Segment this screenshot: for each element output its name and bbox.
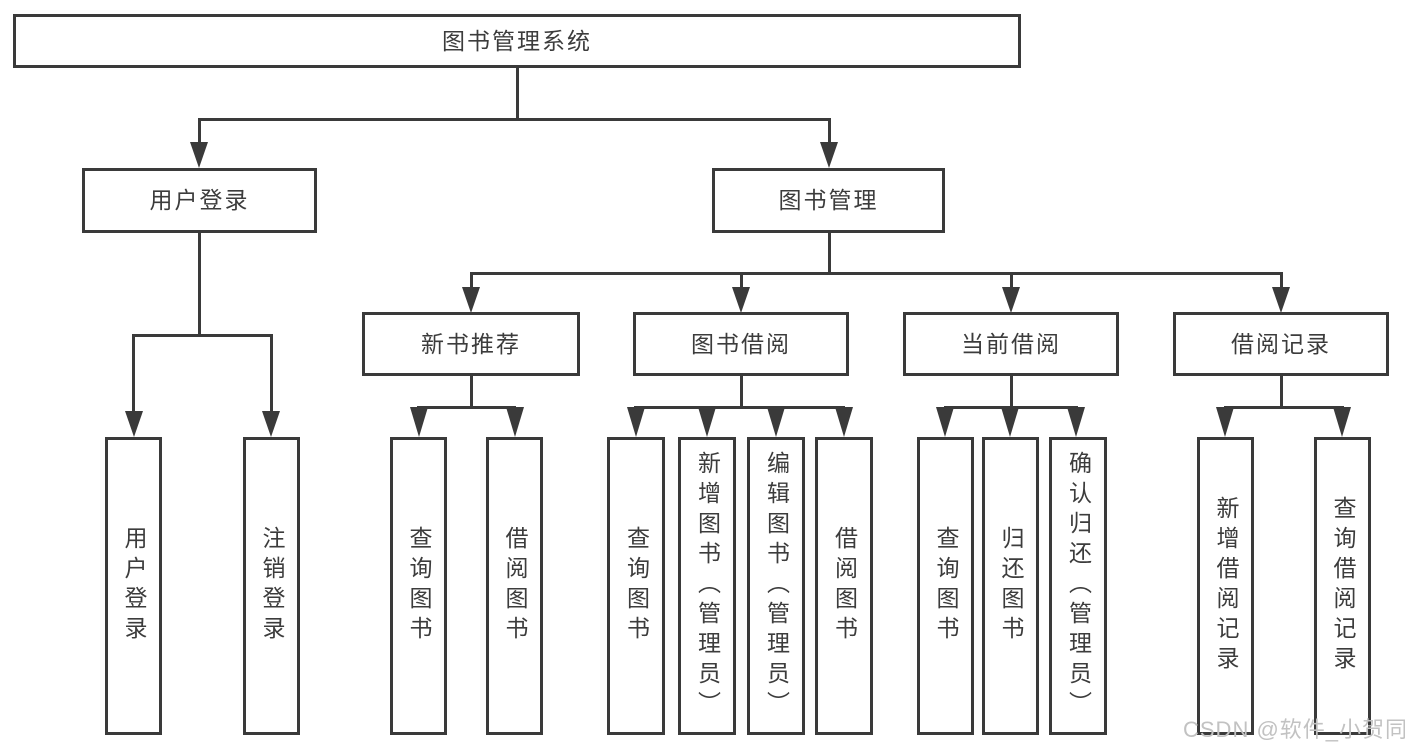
leaf-user-login-label: 用户登录 — [121, 526, 147, 646]
leaf-bb-add-book-admin-label: 新增图书（管理员） — [694, 451, 721, 721]
leaf-cb-confirm-return-admin: 确认归还（管理员） — [1049, 437, 1107, 735]
leaf-br-query-record-label: 查询借阅记录 — [1330, 496, 1356, 676]
arrowhead-down — [1272, 287, 1290, 313]
arrowhead-down — [262, 411, 280, 437]
connector-nbr-stub — [470, 375, 473, 409]
arrowhead-down — [698, 407, 716, 437]
arrowhead-down — [1001, 407, 1019, 437]
leaf-bb-edit-book-admin-label: 编辑图书（管理员） — [763, 451, 790, 721]
leaf-bb-add-book-admin: 新增图书（管理员） — [678, 437, 736, 735]
connector-root-vline — [516, 68, 519, 121]
connector-br-hline — [1224, 406, 1344, 409]
leaf-logout-label: 注销登录 — [259, 526, 285, 646]
connector-l3-stem-1 — [470, 272, 473, 290]
watermark-text: CSDN @软件_小贺同学 — [1183, 717, 1405, 742]
connector-nbr-hline — [417, 406, 516, 409]
connector-cb-stub — [1010, 375, 1013, 409]
leaf-logout: 注销登录 — [243, 437, 300, 735]
connector-user-login-stub — [198, 233, 201, 337]
connector-l3-stem-2 — [740, 272, 743, 290]
connector-bb-stub — [740, 375, 743, 409]
node-new-book-recommend: 新书推荐 — [362, 312, 580, 376]
node-borrow-records: 借阅记录 — [1173, 312, 1389, 376]
node-user-login: 用户登录 — [82, 168, 317, 233]
connector-user-login-stem-left — [132, 334, 135, 414]
node-current-borrow: 当前借阅 — [903, 312, 1119, 376]
connector-user-login-stem-right — [270, 334, 273, 414]
leaf-user-login: 用户登录 — [105, 437, 162, 735]
leaf-bb-edit-book-admin: 编辑图书（管理员） — [747, 437, 805, 735]
arrowhead-down — [732, 287, 750, 313]
node-book-borrow: 图书借阅 — [633, 312, 849, 376]
arrowhead-down — [506, 407, 524, 437]
arrowhead-down — [410, 407, 428, 437]
leaf-nbr-query-book: 查询图书 — [390, 437, 447, 735]
leaf-bb-query-book-label: 查询图书 — [623, 526, 650, 646]
connector-book-management-stub — [828, 233, 831, 274]
connector-l3-stem-3 — [1010, 272, 1013, 290]
arrowhead-down — [767, 407, 785, 437]
leaf-bb-query-book: 查询图书 — [607, 437, 665, 735]
node-user-login-label: 用户登录 — [149, 187, 250, 213]
arrowhead-down — [627, 407, 645, 437]
leaf-cb-query-book-label: 查询图书 — [933, 526, 959, 646]
leaf-bb-borrow-book-label: 借阅图书 — [831, 526, 858, 646]
arrowhead-down — [936, 407, 954, 437]
connector-l3-stem-4 — [1280, 272, 1283, 290]
connector-l2-stem-right — [828, 118, 831, 144]
leaf-nbr-query-book-label: 查询图书 — [406, 526, 432, 646]
node-root-label: 图书管理系统 — [442, 27, 592, 54]
connector-l2-stem-left — [198, 118, 201, 144]
node-new-book-recommend-label: 新书推荐 — [421, 330, 521, 357]
arrowhead-down — [820, 142, 838, 168]
leaf-cb-return-book-label: 归还图书 — [998, 526, 1024, 646]
arrowhead-down — [462, 287, 480, 313]
leaf-br-add-record: 新增借阅记录 — [1197, 437, 1254, 735]
connector-user-login-hline — [132, 334, 273, 337]
connector-br-stub — [1280, 375, 1283, 409]
node-root: 图书管理系统 — [13, 14, 1021, 68]
node-book-management: 图书管理 — [712, 168, 945, 233]
node-book-management-label: 图书管理 — [778, 187, 879, 213]
arrowhead-down — [1216, 407, 1234, 437]
leaf-nbr-borrow-book-label: 借阅图书 — [502, 526, 528, 646]
node-current-borrow-label: 当前借阅 — [961, 330, 1061, 357]
connector-l2-hline — [198, 118, 831, 121]
leaf-br-query-record: 查询借阅记录 — [1314, 437, 1371, 735]
arrowhead-down — [190, 142, 208, 168]
node-book-borrow-label: 图书借阅 — [691, 330, 791, 357]
leaf-br-add-record-label: 新增借阅记录 — [1213, 496, 1239, 676]
arrowhead-down — [835, 407, 853, 437]
connector-l3-hline — [470, 272, 1282, 275]
leaf-cb-confirm-return-admin-label: 确认归还（管理员） — [1065, 451, 1092, 721]
leaf-cb-query-book: 查询图书 — [917, 437, 974, 735]
connector-bb-hline — [634, 406, 845, 409]
leaf-nbr-borrow-book: 借阅图书 — [486, 437, 543, 735]
arrowhead-down — [1002, 287, 1020, 313]
arrowhead-down — [1333, 407, 1351, 437]
arrowhead-down — [125, 411, 143, 437]
leaf-cb-return-book: 归还图书 — [982, 437, 1039, 735]
leaf-bb-borrow-book: 借阅图书 — [815, 437, 873, 735]
arrowhead-down — [1067, 407, 1085, 437]
node-borrow-records-label: 借阅记录 — [1231, 330, 1331, 357]
